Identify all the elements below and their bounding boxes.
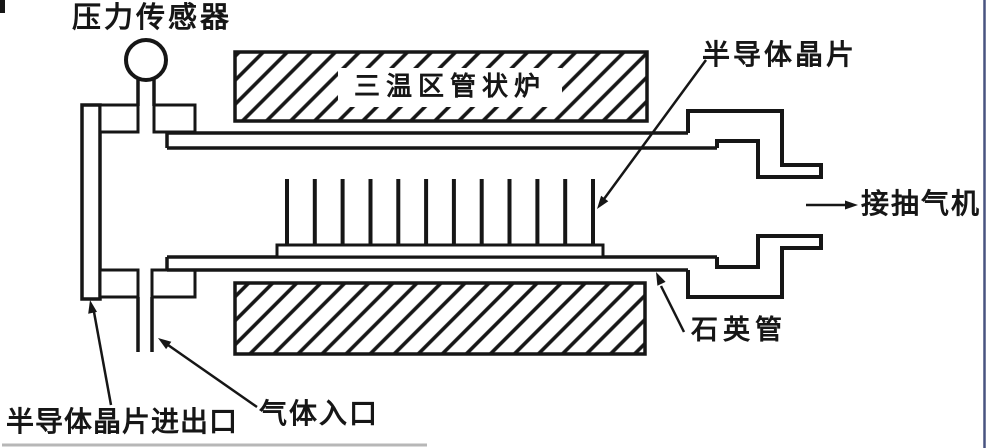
apparatus-lineart — [80, 38, 846, 409]
furnace-label: 三温区管状炉 — [353, 72, 546, 102]
wafer-leader-line — [602, 59, 708, 200]
arrowheads — [88, 195, 858, 350]
pressure-sensor-bulb — [124, 38, 168, 82]
port-arrowhead — [88, 300, 97, 314]
outlet-pipe-upper — [686, 109, 823, 179]
wafer-arrowhead — [597, 195, 609, 209]
furnace-block-bottom — [233, 281, 647, 356]
scan-artifact-corner — [0, 0, 5, 13]
left-end-cap — [80, 103, 102, 301]
wafer-lines — [285, 179, 595, 246]
outlet-pipe-lower — [686, 234, 823, 299]
port-leader-line — [92, 311, 113, 406]
pressure-sensor-stem — [136, 79, 156, 106]
pump-arrowhead — [845, 200, 858, 210]
pressure-sensor-label: 压力传感器 — [72, 0, 233, 34]
gas-inlet-label: 气体入口 — [259, 397, 380, 430]
leader-lines — [92, 59, 846, 409]
wafer-port-label: 半导体晶片进出口 — [6, 405, 239, 438]
furnace-label-window — [338, 68, 562, 107]
gas-inlet-pipe — [136, 297, 154, 352]
gas-leader-line — [167, 343, 258, 409]
wafer-label: 半导体晶片 — [702, 38, 858, 71]
top-joint-sleeve — [98, 103, 197, 134]
quartz-tube-label: 石英管 — [691, 315, 787, 346]
pump-label: 接抽气机 — [861, 187, 982, 220]
bottom-joint-sleeve — [98, 268, 197, 299]
quartz-leader-line — [659, 285, 686, 333]
gas-arrowhead — [158, 338, 172, 350]
quartz-arrowhead — [656, 272, 666, 286]
wafer-boat — [275, 243, 605, 259]
